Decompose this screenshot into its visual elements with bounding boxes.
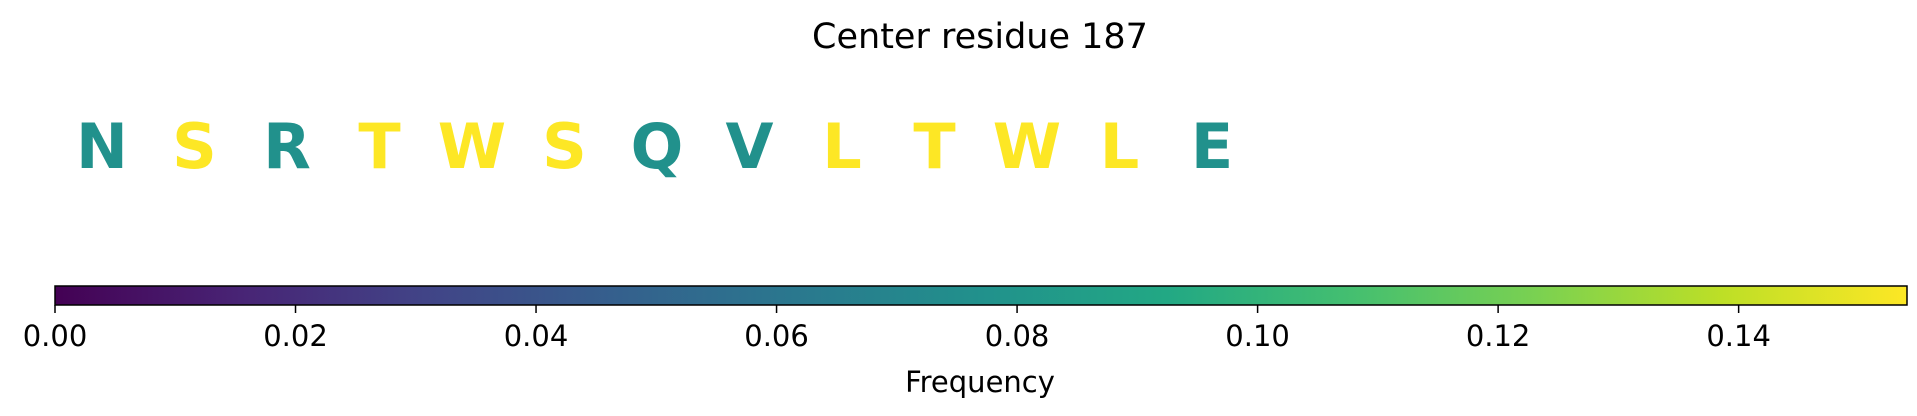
colorbar-tick-label: 0.06 <box>744 319 809 353</box>
residue-letter: W <box>993 110 1061 183</box>
colorbar-tick-label: 0.08 <box>985 319 1050 353</box>
colorbar-tick-label: 0.12 <box>1466 319 1531 353</box>
residue-letter: L <box>1100 110 1140 183</box>
colorbar <box>54 285 1908 306</box>
residue-letter: S <box>172 110 217 183</box>
residue-letter: L <box>822 110 862 183</box>
residue-letter: R <box>263 110 311 183</box>
residue-letter: T <box>913 110 955 183</box>
residue-letter: E <box>1191 110 1233 183</box>
colorbar-tick-label: 0.02 <box>263 319 328 353</box>
residue-letter: S <box>542 110 587 183</box>
colorbar-tick-label: 0.04 <box>504 319 569 353</box>
residue-letter: Q <box>631 110 684 183</box>
residue-letter: W <box>438 110 506 183</box>
colorbar-ticks: 0.00 0.02 0.04 0.06 0.08 0.10 0.12 0.14 <box>23 305 1771 353</box>
colorbar-tick-label: 0.10 <box>1225 319 1290 353</box>
residue-letter: T <box>358 110 400 183</box>
colorbar-tick-label: 0.00 <box>23 319 88 353</box>
colorbar-label: Frequency <box>905 365 1055 399</box>
colorbar-tick-label: 0.14 <box>1706 319 1771 353</box>
chart-title: Center residue 187 <box>812 17 1148 57</box>
residue-letter: N <box>76 110 128 183</box>
residue-letter: V <box>726 110 774 183</box>
